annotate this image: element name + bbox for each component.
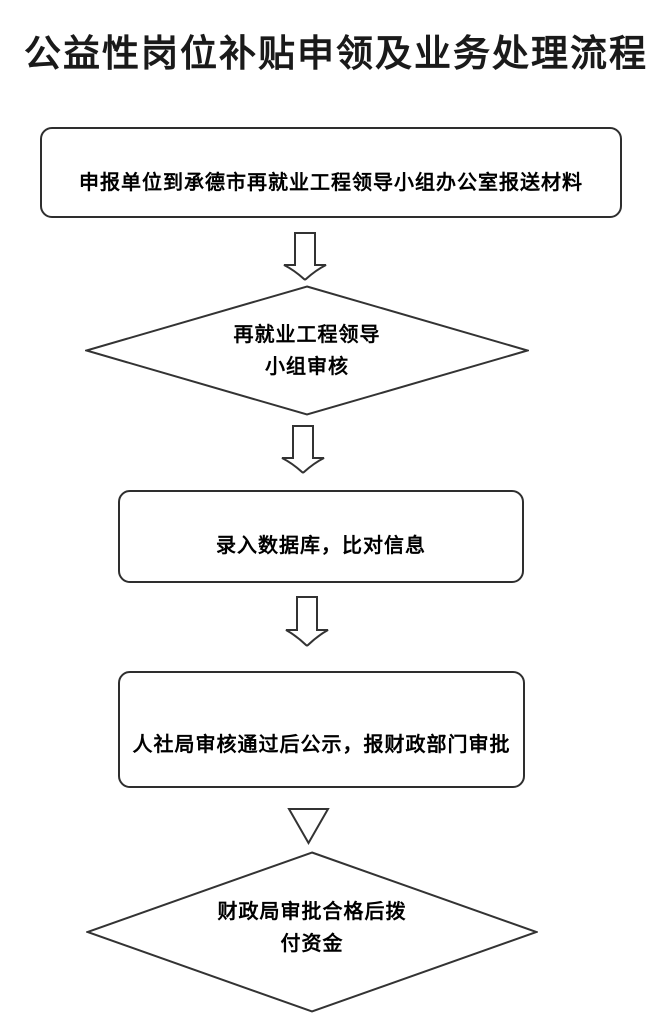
diamond-shape [86,851,538,1013]
down-block-arrow-icon [285,596,329,647]
decision-node-leading-group-review: 再就业工程领导 小组审核 [85,285,529,416]
decision-node-label: 财政局审批合格后拨 付资金 [217,901,407,955]
diamond-shape [85,285,529,416]
process-node-hr-review-publicity: 人社局审核通过后公示，报财政部门审批 [118,671,525,788]
flowchart-title: 公益性岗位补贴申领及业务处理流程 [24,33,648,74]
down-block-arrow-icon [283,232,327,281]
decision-node-label: 再就业工程领导 小组审核 [233,323,381,378]
process-node-label: 人社局审核通过后公示，报财政部门审批 [132,733,511,756]
process-node-submit-materials: 申报单位到承德市再就业工程领导小组办公室报送材料 [40,127,622,218]
process-node-label: 申报单位到承德市再就业工程领导小组办公室报送材料 [79,171,583,194]
down-triangle-icon [287,808,330,846]
down-block-arrow-icon [281,425,325,474]
process-node-label: 录入数据库，比对信息 [216,534,426,557]
decision-node-finance-approval-payment: 财政局审批合格后拨 付资金 [86,851,538,1013]
process-node-enter-database: 录入数据库，比对信息 [118,490,524,583]
